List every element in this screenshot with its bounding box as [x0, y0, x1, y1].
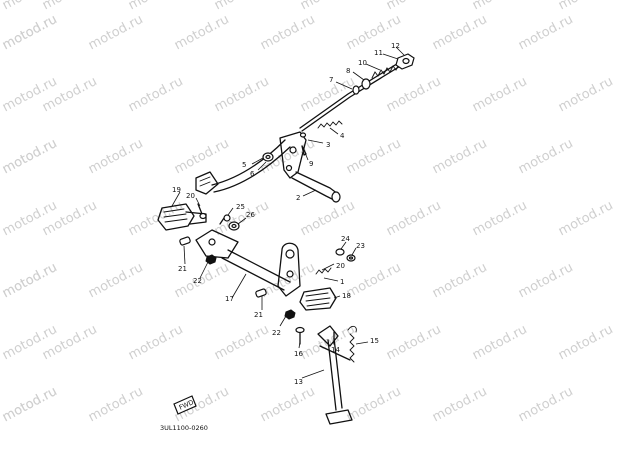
callout-13: 13 [294, 378, 303, 386]
sidestand [317, 325, 353, 425]
diagram-code: 3UL1100-0260 [160, 424, 208, 432]
brake-pedal [195, 131, 307, 195]
bolt-25 [219, 214, 231, 225]
callout-3: 3 [326, 141, 330, 149]
callout-24: 24 [341, 235, 350, 243]
footrest-right [299, 287, 337, 311]
washer-23 [346, 254, 356, 262]
sidestand-spring [347, 325, 357, 363]
rod-spring [371, 63, 400, 79]
nut-22-lower [284, 309, 296, 320]
nut-22-upper [205, 254, 217, 265]
callout-18: 18 [342, 292, 351, 300]
callout-22-lower: 22 [272, 329, 281, 337]
callout-2: 2 [296, 194, 300, 202]
callout-17: 17 [225, 295, 234, 303]
footrest-left [157, 203, 207, 231]
callout-4: 4 [340, 132, 345, 140]
callout-11: 11 [374, 49, 383, 57]
callout-15: 15 [370, 337, 379, 345]
rod-washer [352, 78, 371, 95]
callout-21-right: 21 [254, 311, 263, 319]
callout-16: 16 [294, 350, 303, 358]
washer-26 [228, 221, 240, 231]
brake-rod [299, 61, 403, 132]
spring-20-right [315, 267, 332, 275]
washer-24 [335, 248, 345, 256]
callout-22-upper: 22 [193, 277, 202, 285]
front-direction-badge: FWD [173, 395, 197, 415]
callout-9: 9 [309, 160, 313, 168]
callout-25: 25 [236, 203, 245, 211]
callout-7: 7 [329, 76, 333, 84]
callout-10: 10 [358, 59, 367, 67]
callout-5: 5 [242, 161, 246, 169]
callout-6: 6 [250, 170, 255, 178]
callout-20-right: 20 [336, 262, 345, 270]
leader-lines [171, 46, 405, 379]
footrest-pin-right [255, 288, 267, 298]
adjuster-nut [395, 53, 415, 70]
callout-8: 8 [346, 67, 350, 75]
footrest-bar [195, 229, 301, 297]
footrest-bolt [197, 203, 207, 220]
callout-numbers: 12 11 10 8 7 4 3 9 5 6 2 19 20 25 26 21 … [172, 42, 400, 386]
sidestand-bolt [295, 326, 305, 345]
callout-14: 14 [331, 346, 340, 354]
callout-26: 26 [246, 211, 255, 219]
callout-21-left: 21 [178, 265, 187, 273]
callout-12: 12 [391, 42, 400, 50]
pedal-washer [262, 152, 274, 162]
callout-19: 19 [172, 186, 181, 194]
footrest-pin-left [179, 236, 191, 246]
return-spring [317, 120, 343, 129]
pedal-shaft [291, 171, 341, 203]
callout-20-left: 20 [186, 192, 195, 200]
callout-1: 1 [340, 278, 344, 286]
callout-23: 23 [356, 242, 365, 250]
